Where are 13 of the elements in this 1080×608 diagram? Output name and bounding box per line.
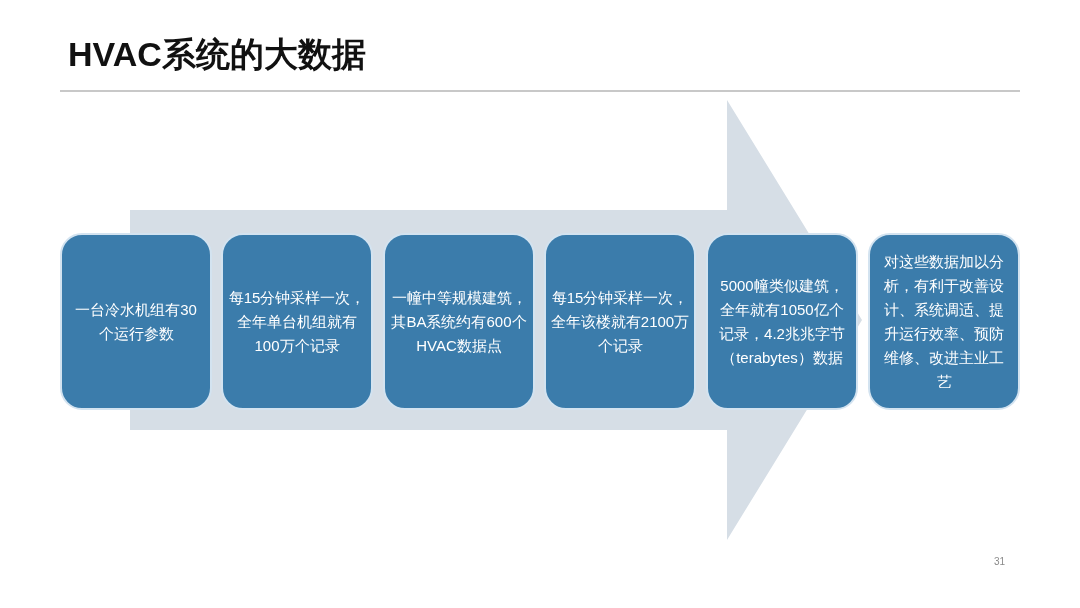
page-number: 31 — [994, 555, 1006, 569]
step-text: 5000幢类似建筑，全年就有1050亿个记录，4.2兆兆字节（terabytes）数据 — [718, 275, 846, 368]
process-box — [544, 233, 696, 410]
slide-title: HVAC系统的大数据 — [68, 34, 366, 75]
process-box — [221, 233, 373, 410]
step-text: 对这些数据加以分析，有利于改善设计、系统调适、提升运行效率、预防维修、改进主业工艺 — [883, 251, 1005, 392]
process-box — [60, 233, 212, 410]
process-box — [868, 233, 1020, 410]
step-text: 每15分钟采样一次，全年该楼就有2100万个记录 — [550, 287, 690, 356]
process-box — [383, 233, 535, 410]
step-text: 一台冷水机组有30个运行参数 — [74, 299, 198, 344]
step-text: 每15分钟采样一次，全年单台机组就有100万个记录 — [227, 287, 367, 356]
step-text: 一幢中等规模建筑，其BA系统约有600个HVAC数据点 — [390, 287, 528, 356]
